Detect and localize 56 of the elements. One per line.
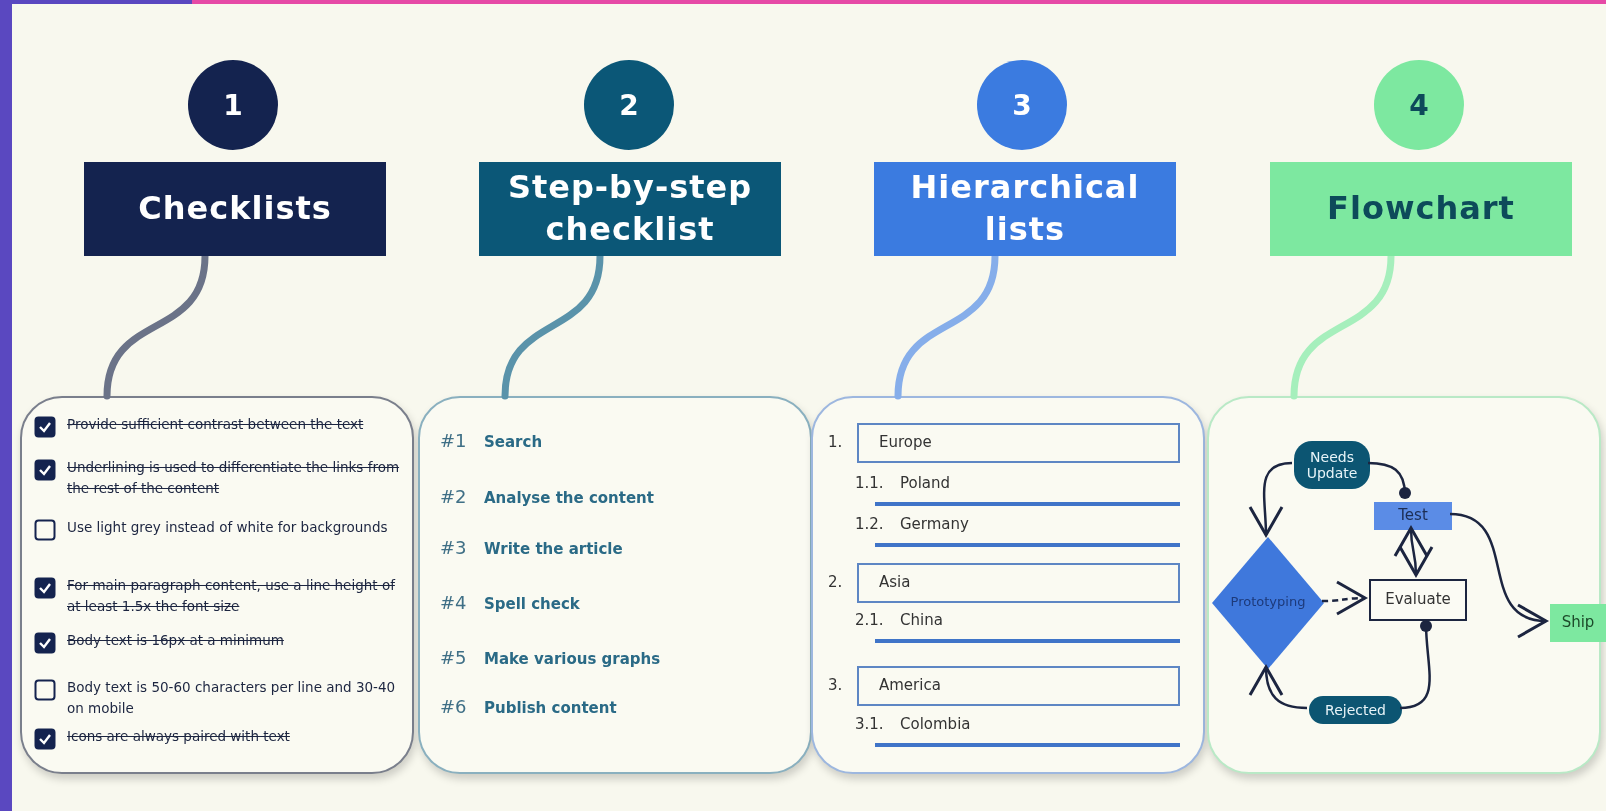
checklist-item-text: Underlining is used to differentiate the links from the rest of the content bbox=[67, 458, 401, 498]
heading-banner: Flowchart bbox=[1270, 162, 1572, 256]
heading-banner: Hierarchical lists bbox=[874, 162, 1176, 256]
list-panel bbox=[811, 396, 1205, 774]
step-number: #3 bbox=[440, 537, 467, 558]
number-badge: 2 bbox=[584, 60, 674, 150]
step-number: #6 bbox=[440, 696, 467, 717]
checklist-item-text: Use light grey instead of white for backgrounds bbox=[67, 518, 389, 537]
checklist-item-text: Body text is 50-60 characters per line and 30-40 on mobile bbox=[67, 678, 397, 718]
list-number: 3.1. bbox=[855, 715, 884, 733]
status-pill: Rejected bbox=[1309, 696, 1402, 724]
list-number: 2.1. bbox=[855, 611, 884, 629]
list-item-text: China bbox=[900, 611, 943, 629]
step-number: #4 bbox=[440, 592, 467, 613]
step-number: #5 bbox=[440, 647, 467, 668]
checklist-item-text: Body text is 16px at a minimum bbox=[67, 631, 285, 650]
number-badge: 4 bbox=[1374, 60, 1464, 150]
step-number: #2 bbox=[440, 486, 467, 507]
step-text: Make various graphs bbox=[484, 650, 661, 668]
step-number: #1 bbox=[440, 430, 467, 451]
list-panel bbox=[418, 396, 812, 774]
connector-line bbox=[1399, 620, 1433, 710]
heading-banner: Step-by-step checklist bbox=[479, 162, 781, 256]
process-box: Test bbox=[1374, 502, 1452, 530]
list-number: 1. bbox=[828, 433, 843, 451]
list-item-text: Colombia bbox=[900, 715, 971, 733]
list-number: 3. bbox=[828, 676, 843, 694]
step-text: Search bbox=[484, 433, 543, 451]
process-box: Evaluate bbox=[1369, 579, 1467, 621]
checklist-item-text: Provide sufficient contrast between the text bbox=[67, 415, 365, 434]
status-pill: Needs Update bbox=[1294, 441, 1370, 489]
arrow bbox=[1394, 526, 1433, 577]
arrow bbox=[1322, 580, 1367, 616]
step-text: Spell check bbox=[484, 595, 580, 613]
number-badge: 1 bbox=[188, 60, 278, 150]
terminal-box: Ship bbox=[1550, 604, 1606, 642]
category-box: America bbox=[857, 666, 1180, 706]
category-box: Europe bbox=[857, 423, 1180, 463]
list-panel bbox=[20, 396, 414, 774]
heading-banner: Checklists bbox=[84, 162, 386, 256]
checklist-item-text: Icons are always paired with text bbox=[67, 727, 291, 746]
checklist-item-text: For main paragraph content, use a line height of at least 1.5x the font size bbox=[67, 576, 397, 616]
list-number: 2. bbox=[828, 573, 843, 591]
list-number: 1.1. bbox=[855, 474, 884, 492]
list-item-text: Germany bbox=[900, 515, 969, 533]
connector-line bbox=[1367, 461, 1411, 499]
decision-diamond: Prototyping bbox=[1212, 537, 1324, 669]
arrow bbox=[1247, 461, 1293, 537]
step-text: Analyse the content bbox=[484, 489, 654, 507]
arrow bbox=[1249, 665, 1308, 710]
step-text: Publish content bbox=[484, 699, 617, 717]
list-number: 1.2. bbox=[855, 515, 884, 533]
number-badge: 3 bbox=[977, 60, 1067, 150]
step-text: Write the article bbox=[484, 540, 623, 558]
list-item-text: Poland bbox=[900, 474, 951, 492]
category-box: Asia bbox=[857, 563, 1180, 603]
